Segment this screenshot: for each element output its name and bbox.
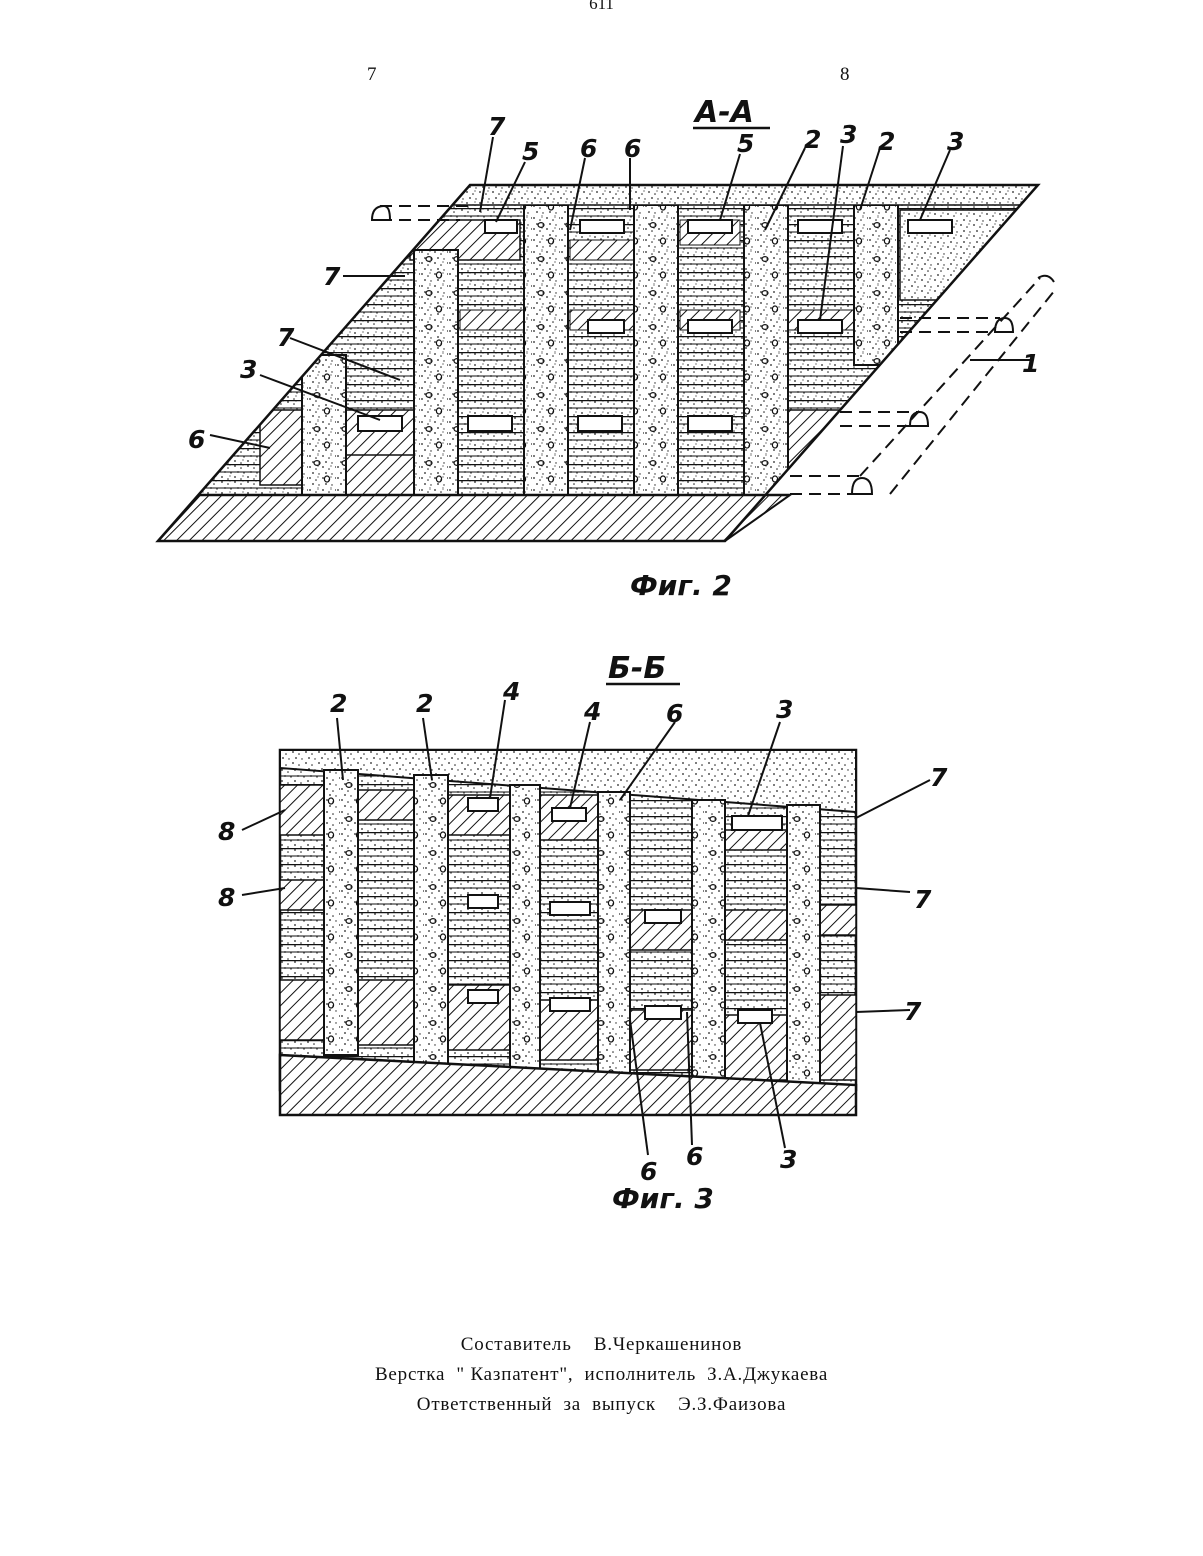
callout-3: 3 xyxy=(780,1145,797,1174)
callout-2: 2 xyxy=(804,125,821,154)
callout-3: 3 xyxy=(947,127,964,156)
credits-block: Составитель В.Черкашенинов Верстка " Каз… xyxy=(0,1330,1203,1420)
credits-responsible: Ответственный за выпуск Э.З.Фаизова xyxy=(0,1390,1203,1420)
callout-3: 3 xyxy=(240,355,257,384)
callout-4: 4 xyxy=(583,697,601,726)
callout-2: 2 xyxy=(416,689,433,718)
callout-3: 3 xyxy=(776,695,793,724)
page-number: 611 xyxy=(0,0,1203,14)
figure-3-section-b-b: Б-Б xyxy=(200,640,980,1230)
credits-compiler: Составитель В.Черкашенинов xyxy=(0,1330,1203,1360)
section-label-a-a: А-А xyxy=(693,95,754,130)
callout-7: 7 xyxy=(904,997,922,1026)
callout-8: 8 xyxy=(218,817,235,846)
callout-7: 7 xyxy=(930,763,948,792)
figure-2-caption: Фиг. 2 xyxy=(630,569,732,602)
credits-layout: Верстка " Казпатент", исполнитель З.А.Дж… xyxy=(0,1360,1203,1390)
callout-7: 7 xyxy=(914,885,932,914)
callout-7: 7 xyxy=(277,323,295,352)
figure-2-section-a-a: А-А xyxy=(140,80,1070,610)
base-bedrock xyxy=(158,495,790,541)
callout-6: 6 xyxy=(666,699,683,728)
callout-6: 6 xyxy=(624,134,641,163)
callout-8: 8 xyxy=(218,883,235,912)
figure-3-caption: Фиг. 3 xyxy=(612,1182,714,1215)
callout-5: 5 xyxy=(522,137,539,166)
section-label-b-b: Б-Б xyxy=(608,651,666,686)
callout-6: 6 xyxy=(188,425,205,454)
callout-7: 7 xyxy=(488,112,506,141)
callout-5: 5 xyxy=(737,129,754,158)
callout-1: 1 xyxy=(1022,349,1039,378)
callout-6: 6 xyxy=(580,134,597,163)
callout-2: 2 xyxy=(330,689,347,718)
callout-4: 4 xyxy=(502,677,520,706)
callout-6: 6 xyxy=(686,1142,703,1171)
callout-7: 7 xyxy=(323,262,341,291)
callout-2: 2 xyxy=(878,127,895,156)
callout-3: 3 xyxy=(840,120,857,149)
